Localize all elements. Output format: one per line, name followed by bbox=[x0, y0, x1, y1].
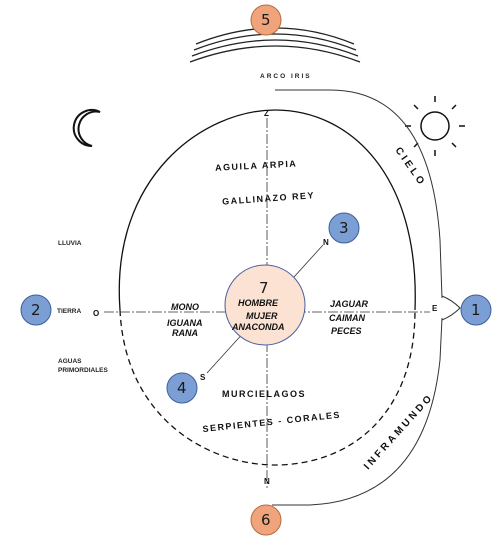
cielo-bracket bbox=[275, 89, 443, 299]
inframundo-label: INFRAMUNDO bbox=[362, 392, 436, 472]
direction-n-top: N bbox=[323, 238, 329, 247]
cielo-label: CIELO bbox=[393, 145, 428, 189]
inframundo-bracket bbox=[272, 317, 443, 506]
lower-world-outline bbox=[119, 309, 416, 466]
murcielagos-label: MURCIELAGOS bbox=[222, 389, 306, 399]
badge-7-label: 7 bbox=[259, 279, 269, 297]
sun-icon bbox=[405, 96, 465, 156]
direction-z: Z bbox=[264, 109, 269, 118]
right-brace bbox=[441, 295, 461, 321]
aguila-label: AGUILA ARPIA bbox=[215, 159, 298, 173]
serpientes-label: SERPIENTES - CORALES bbox=[202, 410, 341, 434]
badge-6[interactable]: 6 bbox=[250, 504, 282, 536]
moon-icon bbox=[72, 109, 101, 148]
badge-2[interactable]: 2 bbox=[20, 294, 52, 326]
upper-world-outline bbox=[118, 109, 416, 311]
mono-label: MONO bbox=[171, 302, 199, 312]
aguas-label: AGUAS bbox=[58, 358, 82, 365]
badge-1[interactable]: 1 bbox=[460, 294, 492, 326]
peces-label: PECES bbox=[331, 326, 362, 336]
direction-e: E bbox=[432, 304, 438, 313]
hombre-label: HOMBRE bbox=[238, 298, 279, 308]
direction-o: O bbox=[93, 309, 99, 318]
direction-s: S bbox=[200, 373, 206, 382]
center-circle bbox=[224, 264, 306, 346]
badge-3-label: 3 bbox=[339, 219, 349, 237]
arco-iris-label: ARCO IRIS bbox=[260, 73, 312, 80]
badge-5-label: 5 bbox=[261, 11, 271, 29]
iguana-label: IGUANA bbox=[167, 318, 203, 328]
badge-4-label: 4 bbox=[177, 379, 187, 397]
rainbow bbox=[189, 27, 361, 63]
badge-4[interactable]: 4 bbox=[166, 372, 198, 404]
direction-n-bottom: N bbox=[264, 477, 270, 486]
gallinazo-label: GALLINAZO REY bbox=[222, 190, 315, 206]
jaguar-label: JAGUAR bbox=[330, 299, 369, 309]
badge-7: 7 bbox=[259, 279, 269, 297]
lluvia-label: LLUVIA bbox=[58, 240, 82, 247]
badge-6-label: 6 bbox=[261, 511, 271, 529]
badge-5[interactable]: 5 bbox=[250, 4, 282, 36]
badge-3[interactable]: 3 bbox=[328, 212, 360, 244]
tierra-label: TIERRA bbox=[57, 308, 82, 315]
rana-label: RANA bbox=[172, 328, 198, 338]
badge-1-label: 1 bbox=[471, 301, 481, 319]
anaconda-label: ANACONDA bbox=[231, 322, 285, 332]
mujer-label: MUJER bbox=[246, 311, 278, 321]
badge-2-label: 2 bbox=[31, 301, 41, 319]
caiman-label: CAIMAN bbox=[329, 313, 365, 323]
primordiales-label: PRIMORDIALES bbox=[58, 367, 109, 374]
